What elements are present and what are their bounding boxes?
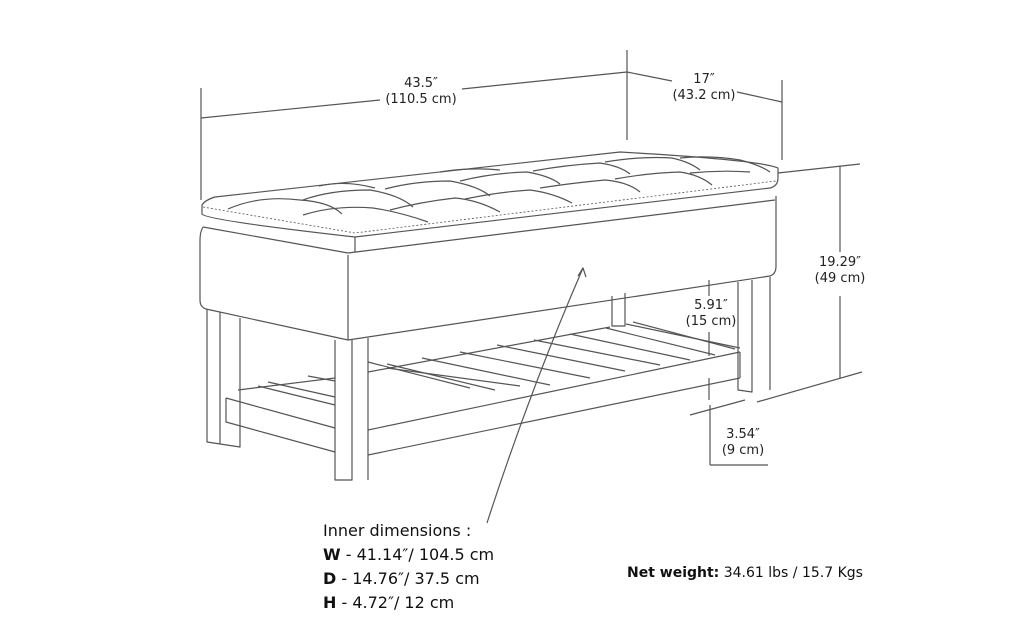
floor-clearance-metric: (9 cm) [721, 443, 765, 458]
height-metric: (49 cm) [814, 271, 866, 286]
bench-legs [206, 277, 771, 481]
depth-metric: (43.2 cm) [672, 88, 736, 103]
depth-label: 17″ (43.2 cm) [664, 72, 744, 104]
inner-dimensions-block: Inner dimensions : W - 41.14″/ 104.5 cm … [323, 519, 494, 615]
net-weight: Net weight: 34.61 lbs / 15.7 Kgs [627, 565, 863, 581]
height-dimension-line [756, 163, 863, 403]
bench-storage-box [199, 196, 777, 341]
slatted-shelf [225, 321, 741, 456]
width-label: 43.5″ (110.5 cm) [376, 76, 466, 108]
width-imperial: 43.5″ [404, 76, 438, 91]
floor-clearance-imperial: 3.54″ [726, 427, 760, 442]
inner-width-value: - 41.14″/ 104.5 cm [340, 545, 495, 564]
width-dimension-line [200, 50, 783, 200]
inner-dimensions-title: Inner dimensions : [323, 521, 472, 540]
inner-depth-key: D [323, 569, 337, 588]
shelf-clearance-imperial: 5.91″ [694, 298, 728, 313]
inner-width-key: W [323, 545, 341, 564]
bench-lid [201, 151, 779, 252]
shelf-clearance-label: 5.91″ (15 cm) [678, 298, 744, 330]
net-weight-value: 34.61 lbs / 15.7 Kgs [719, 565, 863, 581]
height-label: 19.29″ (49 cm) [804, 255, 876, 287]
inner-height-value: - 4.72″/ 12 cm [336, 593, 455, 612]
inner-depth-value: - 14.76″/ 37.5 cm [336, 569, 480, 588]
height-imperial: 19.29″ [818, 255, 862, 270]
inner-height-key: H [323, 593, 337, 612]
shelf-clearance-dimension [689, 280, 768, 466]
width-metric: (110.5 cm) [385, 92, 457, 107]
inner-dimension-leader [486, 267, 584, 524]
depth-imperial: 17″ [693, 72, 715, 87]
inner-width-row: W - 41.14″/ 104.5 cm [323, 543, 494, 567]
inner-height-row: H - 4.72″/ 12 cm [323, 591, 494, 615]
floor-clearance-label: 3.54″ (9 cm) [716, 427, 770, 459]
shelf-clearance-metric: (15 cm) [685, 314, 737, 329]
net-weight-label: Net weight: [627, 565, 720, 581]
inner-depth-row: D - 14.76″/ 37.5 cm [323, 567, 494, 591]
